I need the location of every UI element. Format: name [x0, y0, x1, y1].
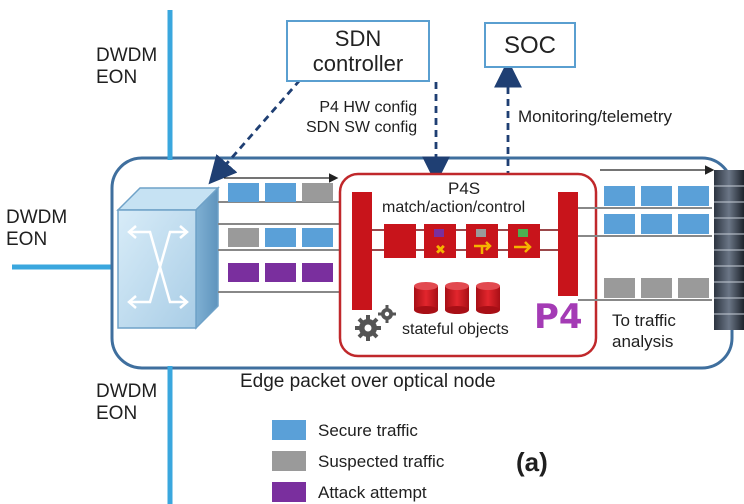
gears-icon [355, 305, 396, 341]
dwdm-left-line1: DWDM [6, 207, 68, 228]
packet-attack [265, 263, 296, 282]
packet-secure [265, 228, 296, 247]
p4-logo-text: P4 [534, 297, 583, 337]
legend-swatch-attack [272, 482, 306, 502]
packet-suspected [678, 278, 709, 298]
legend [272, 420, 306, 502]
legend-swatch-secure [272, 420, 306, 440]
packet-secure [604, 186, 635, 206]
p4s-title: P4S [448, 179, 481, 198]
dwdm-bottom-line2: EON [96, 403, 138, 424]
packet-suspected [228, 228, 259, 247]
packet-secure [228, 183, 259, 202]
packet-suspected [604, 278, 635, 298]
stateful-objects-label: stateful objects [402, 321, 509, 338]
crossbar-icon [127, 225, 189, 309]
dwdm-left-label: DWDM EON [6, 207, 67, 251]
to-traffic-analysis-label: To traffic analysis [612, 310, 676, 352]
legend-label-attack: Attack attempt [318, 483, 427, 502]
to-traffic-line1: To traffic [612, 311, 676, 330]
optical-switch [116, 186, 220, 330]
soc-label: SOC [503, 31, 556, 59]
redirect-icon [474, 241, 492, 254]
server-rack-icon [714, 170, 744, 330]
dwdm-bottom-label: DWDM EON [96, 381, 157, 425]
config-label: P4 HW config SDN SW config [306, 98, 417, 138]
packet-attack [302, 263, 333, 282]
subfigure-label: (a) [516, 447, 548, 477]
purple-marker-icon [434, 229, 444, 237]
stateful-objects [414, 282, 500, 314]
dwdm-left-line2: EON [6, 229, 48, 250]
green-marker-icon [518, 229, 528, 237]
packet-secure [678, 214, 709, 234]
packet-suspected [302, 183, 333, 202]
node-caption: Edge packet over optical node [240, 371, 496, 392]
p4-hw-config-label: P4 HW config [319, 99, 418, 116]
packet-secure [604, 214, 635, 234]
sdn-controller-label-1: SDN [334, 26, 382, 51]
soc-box: SOC [484, 22, 576, 68]
packet-secure [265, 183, 296, 202]
packet-secure [641, 214, 672, 234]
to-traffic-line2: analysis [612, 332, 674, 351]
dwdm-top-label: DWDM EON [96, 45, 157, 89]
sdn-to-switch-arrow [208, 79, 302, 185]
monitoring-label: Monitoring/telemetry [518, 107, 673, 126]
p4s-subtitle: match/action/control [382, 199, 526, 216]
dwdm-top-line2: EON [96, 67, 138, 88]
dwdm-bottom-line1: DWDM [96, 381, 158, 402]
output-lanes [578, 165, 715, 301]
p4-logo [532, 296, 580, 342]
legend-label-secure: Secure traffic [318, 421, 418, 440]
legend-swatch-suspected [272, 451, 306, 471]
sdn-controller-label-2: controller [312, 51, 404, 76]
p4s-pipeline: ✖ [352, 192, 578, 310]
packet-suspected [641, 278, 672, 298]
input-lanes [218, 173, 346, 293]
packet-attack [228, 263, 259, 282]
sdn-controller-box: SDN controller [286, 20, 430, 82]
packet-secure [302, 228, 333, 247]
gray-marker-icon [476, 229, 486, 237]
sdn-sw-config-label: SDN SW config [306, 119, 418, 136]
dwdm-top-line1: DWDM [96, 45, 158, 66]
packet-secure [678, 186, 709, 206]
forward-icon [514, 241, 532, 253]
drop-icon: ✖ [435, 243, 446, 258]
legend-label-suspected: Suspected traffic [318, 452, 445, 471]
packet-secure [641, 186, 672, 206]
